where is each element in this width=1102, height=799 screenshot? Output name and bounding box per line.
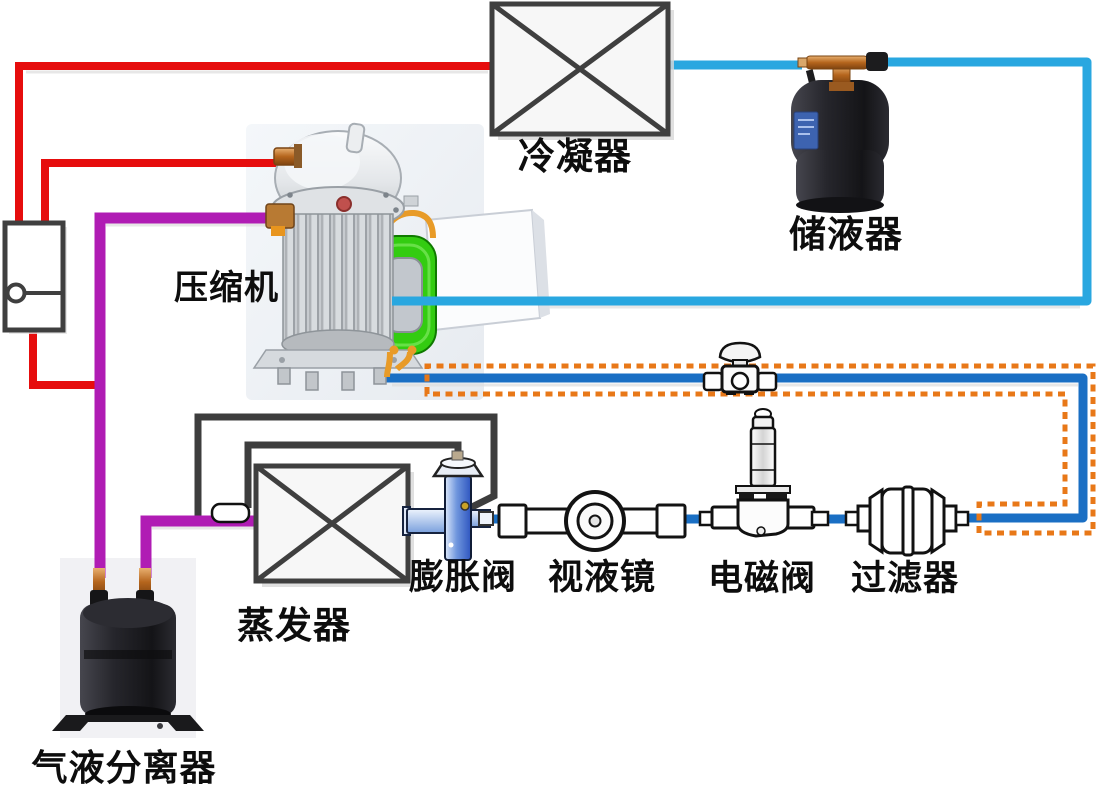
evaporator-symbol: [253, 463, 414, 587]
label-solenoid-valve: 电磁阀: [707, 559, 816, 598]
compressor-shell-ribs: [282, 213, 394, 343]
hx-back-panel: [424, 208, 542, 332]
sight-glass-symbol: [497, 490, 687, 552]
copper-pipe-bottom-1: [384, 351, 393, 378]
label-compressor: 压缩机: [174, 270, 279, 307]
label-filter: 过滤器: [850, 559, 959, 598]
solenoid-valve-symbol: [698, 408, 830, 538]
separator-port-right: [139, 568, 151, 596]
label-receiver: 储液器: [789, 215, 903, 256]
label-expansion-valve: 膨胀阀: [408, 558, 517, 597]
hx-back-panel-side: [532, 210, 550, 318]
separator-feet: [52, 715, 204, 731]
side-nut: [403, 195, 419, 207]
txv-body: [444, 475, 472, 561]
copper-pipe-bottom-2: [394, 351, 413, 372]
separator-image: [52, 568, 204, 731]
discharge-collar: [294, 144, 302, 168]
txv-capillary-port: [451, 450, 464, 461]
txv-equalizer-port: [460, 501, 470, 511]
dome-plug: [336, 196, 352, 212]
discharge-stub: [345, 122, 366, 154]
liquid-line-cyan-return: [392, 57, 1092, 306]
receiver-image: [791, 52, 889, 213]
suction-fitting: [265, 203, 295, 229]
solenoid-body: [736, 498, 790, 538]
receiver-valve: [797, 52, 888, 91]
txv-left-arm: [406, 508, 450, 534]
txv-sensing-bulb: [210, 502, 251, 524]
condenser-symbol: [489, 1, 674, 140]
label-condenser: 冷凝器: [518, 137, 632, 178]
compressor-image: [252, 122, 550, 391]
filter-drier-symbol: [844, 485, 970, 557]
mounting-feet: [277, 367, 387, 391]
receiver-bottom: [796, 150, 884, 208]
receiver-label-sticker: [793, 111, 819, 150]
suction-collar: [271, 226, 285, 236]
label-evaporator: 蒸发器: [237, 606, 351, 647]
base-plate: [252, 349, 424, 369]
label-sight-glass: 视液镜: [547, 558, 656, 597]
insulation-jacket-dashed: [424, 363, 1096, 536]
dome-highlight: [284, 134, 360, 190]
solenoid-coil: [749, 426, 777, 488]
valve-knob: [866, 52, 888, 71]
expansion-valve-symbol: [402, 450, 494, 561]
hand-valve-symbol: [702, 341, 778, 395]
label-gas-liquid-separator: 气液分离器: [31, 748, 217, 788]
separator-body: [80, 604, 176, 716]
separator-port-left: [93, 568, 105, 596]
oil-separator-box: [2, 220, 67, 334]
